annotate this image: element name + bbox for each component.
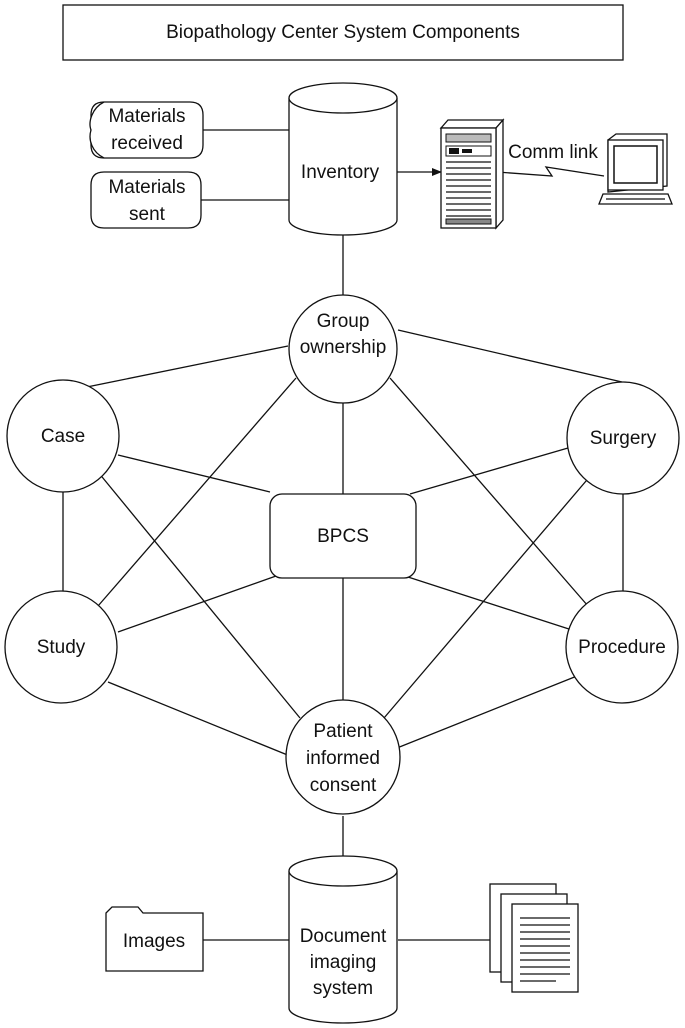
- patient-consent-line1: Patient: [313, 721, 373, 742]
- materials-received-node: Materials received: [89, 101, 204, 159]
- documents-stack-icon: [489, 883, 579, 993]
- patient-consent-line3: consent: [310, 775, 377, 796]
- edge-procedure-bpcs: [407, 576, 573, 631]
- group-ownership-line1: Group: [317, 311, 370, 332]
- study-label: Study: [37, 637, 86, 658]
- edge-study-patient: [107, 681, 291, 757]
- case-label: Case: [41, 426, 85, 447]
- surgery-label: Surgery: [590, 428, 657, 449]
- server-icon: [439, 118, 505, 230]
- materials-sent-line1: Materials: [108, 177, 185, 198]
- diagram-title: Biopathology Center System Components: [166, 22, 520, 43]
- title-box: Biopathology Center System Components: [62, 4, 624, 61]
- computer-icon: [598, 133, 673, 205]
- images-label: Images: [123, 931, 185, 952]
- edge-group-study: [97, 377, 297, 607]
- patient-consent-node: Patient informed consent: [285, 699, 401, 815]
- inventory-label: Inventory: [301, 162, 380, 183]
- study-node: Study: [4, 590, 118, 704]
- inventory-database: Inventory: [288, 82, 398, 236]
- document-imaging-line1: Document: [300, 926, 387, 947]
- group-ownership-node: Group ownership: [288, 294, 398, 404]
- comm-link-label: Comm link: [508, 142, 598, 163]
- materials-sent-line2: sent: [129, 204, 166, 225]
- document-imaging-line2: imaging: [310, 952, 377, 973]
- bpcs-node: BPCS: [269, 493, 417, 579]
- document-imaging-database: Document imaging system: [288, 855, 398, 1024]
- patient-consent-line2: informed: [306, 748, 380, 769]
- materials-received-line1: Materials: [108, 106, 185, 127]
- folder-icon: Images: [105, 906, 204, 972]
- edge-group-procedure: [389, 377, 589, 607]
- edge-study-bpcs: [117, 575, 277, 633]
- edge-group-case: [81, 345, 289, 389]
- edge-case-patient: [97, 471, 301, 719]
- edge-group-surgery: [397, 329, 623, 383]
- group-ownership-line2: ownership: [300, 337, 387, 358]
- edge-procedure-patient: [396, 675, 578, 749]
- edge-surgery-patient: [383, 473, 593, 719]
- edge-case-bpcs: [117, 454, 271, 493]
- procedure-label: Procedure: [578, 637, 666, 658]
- comm-link: Comm link: [496, 142, 605, 177]
- connectors: [62, 129, 624, 941]
- procedure-node: Procedure: [565, 590, 679, 704]
- materials-received-line2: received: [111, 133, 183, 154]
- case-node: Case: [6, 379, 120, 493]
- document-imaging-line3: system: [313, 978, 373, 999]
- bpcs-label: BPCS: [317, 526, 369, 547]
- surgery-node: Surgery: [566, 381, 680, 495]
- materials-sent-node: Materials sent: [90, 171, 202, 229]
- lightning-bolt-icon: [496, 166, 605, 177]
- edge-surgery-bpcs: [409, 447, 569, 495]
